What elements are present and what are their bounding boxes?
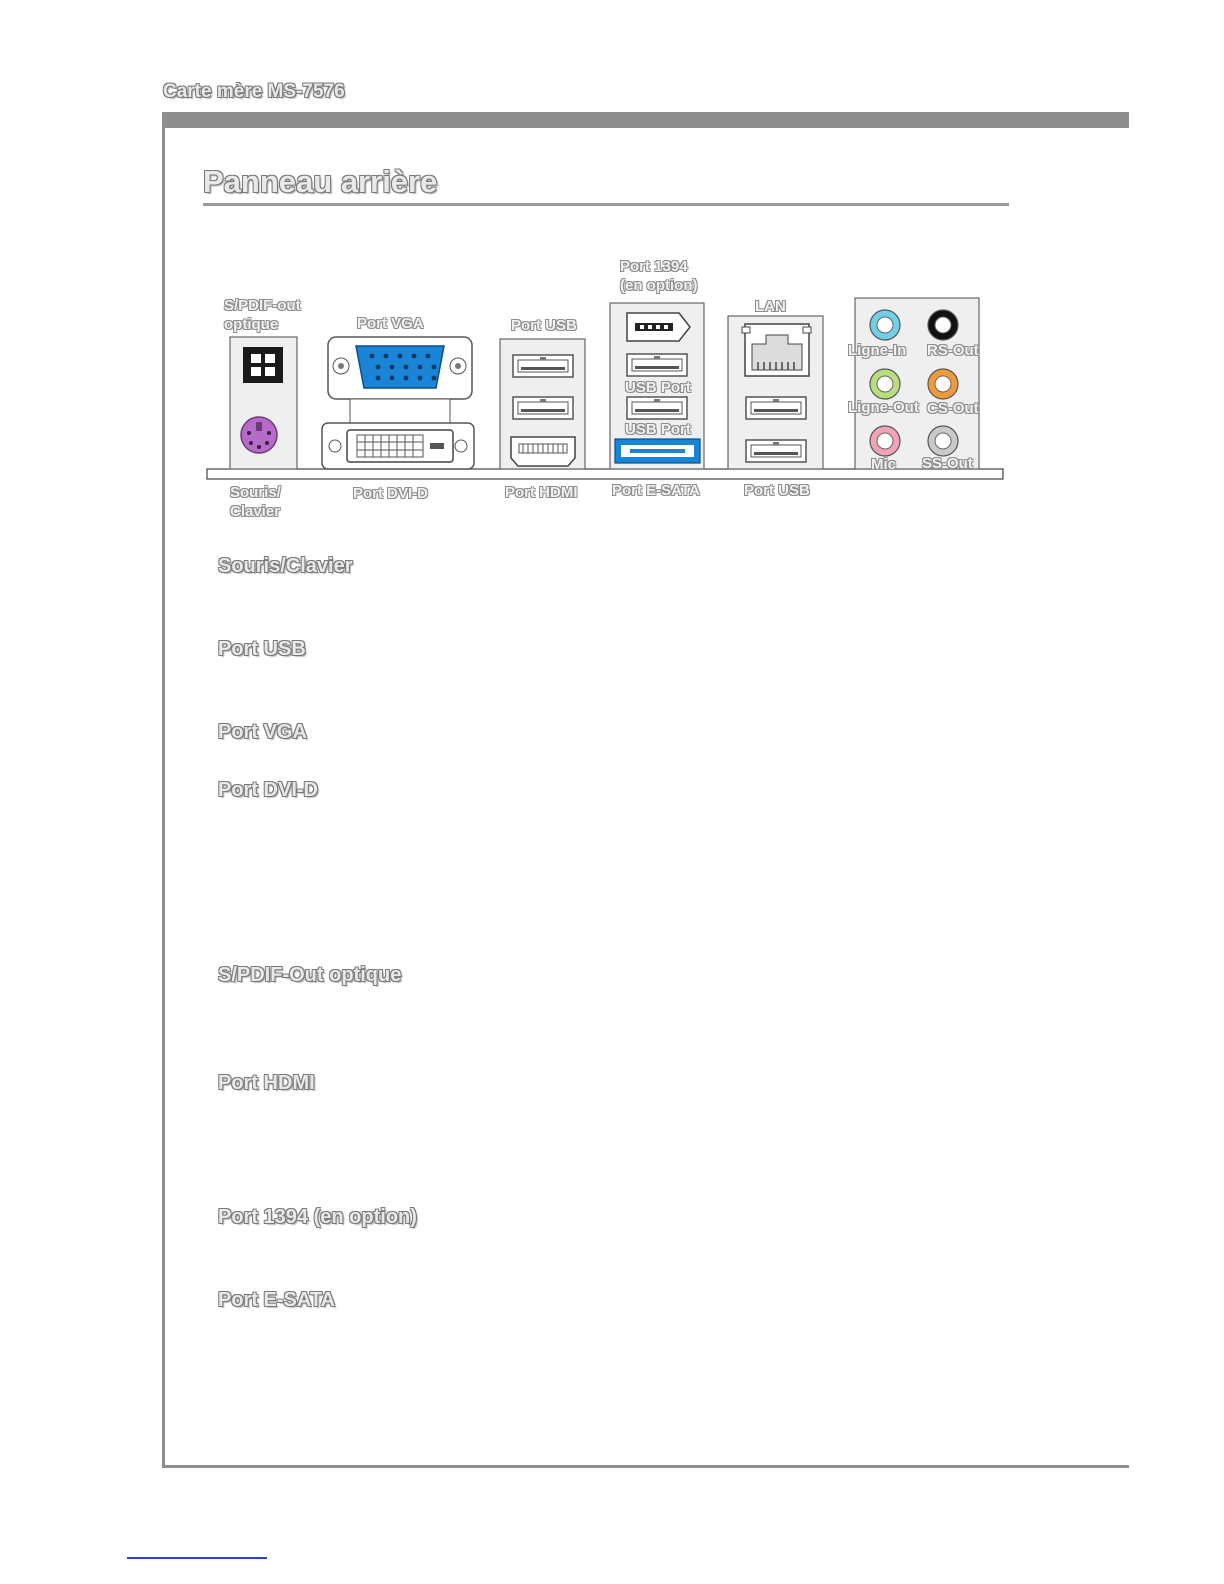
- section-title: Panneau arrière: [203, 164, 438, 199]
- label-spdif-line1: S/PDIF-out: [224, 297, 301, 314]
- label-usb-port-b: USB Port: [625, 421, 691, 438]
- usb-port-3: [626, 353, 688, 377]
- label-ss-out: SS-Out: [922, 455, 973, 472]
- label-lan: LAN: [755, 298, 786, 315]
- audio-jack-hole: [934, 316, 952, 334]
- label-line-out: Ligne-Out: [848, 399, 919, 416]
- label-cs-out: CS-Out: [927, 400, 979, 417]
- label-mouse-line1: Souris/: [230, 484, 281, 501]
- heading-port-usb: Port USB: [218, 638, 306, 660]
- audio-jack-hole: [934, 375, 952, 393]
- running-header: Carte mère MS-7576: [163, 81, 345, 102]
- title-underline: [203, 203, 1009, 206]
- left-rule: [162, 112, 165, 1468]
- label-usb-port-a: USB Port: [625, 379, 691, 396]
- label-spdif-line2: optique: [224, 316, 279, 333]
- heading-port-dvi-d: Port DVI-D: [218, 779, 318, 801]
- footer-link-underline[interactable]: [127, 1557, 267, 1559]
- label-line-in: Ligne-In: [848, 342, 907, 359]
- label-mic: Mic: [871, 456, 897, 473]
- heading-souris-clavier: Souris/Clavier: [218, 555, 353, 577]
- label-esata: Port E-SATA: [612, 482, 700, 499]
- back-panel-diagram: [206, 297, 1004, 480]
- usb-port-1: [512, 354, 574, 378]
- heading-port-hdmi: Port HDMI: [218, 1072, 315, 1094]
- heading-port-1394: Port 1394 (en option): [218, 1206, 417, 1228]
- top-bar: [163, 112, 1129, 128]
- heading-spdif-out: S/PDIF-Out optique: [218, 964, 402, 986]
- label-rs-out: RS-Out: [927, 342, 979, 359]
- label-hdmi: Port HDMI: [505, 484, 578, 501]
- audio-jack-hole: [876, 432, 894, 450]
- label-vga: Port VGA: [357, 315, 424, 332]
- usb-port-4: [626, 396, 688, 420]
- audio-jack-hole: [876, 316, 894, 334]
- label-1394-line1: Port 1394: [620, 258, 688, 275]
- bottom-rule: [162, 1465, 1129, 1468]
- usb-port-5: [745, 396, 807, 420]
- heading-port-vga: Port VGA: [218, 721, 307, 743]
- heading-port-esata: Port E-SATA: [218, 1289, 336, 1311]
- panel-baseline: [206, 468, 1004, 480]
- usb-port-6: [745, 439, 807, 463]
- label-usb-bottom: Port USB: [744, 482, 810, 499]
- label-usb-top: Port USB: [511, 317, 577, 334]
- audio-jack-hole: [876, 375, 894, 393]
- label-1394-line2: (en option): [620, 277, 698, 294]
- audio-jack-hole: [934, 432, 952, 450]
- usb-port-2: [512, 396, 574, 420]
- label-dvi: Port DVI-D: [353, 485, 428, 502]
- vga-port: [355, 345, 445, 389]
- label-mouse-line2: Clavier: [230, 503, 281, 520]
